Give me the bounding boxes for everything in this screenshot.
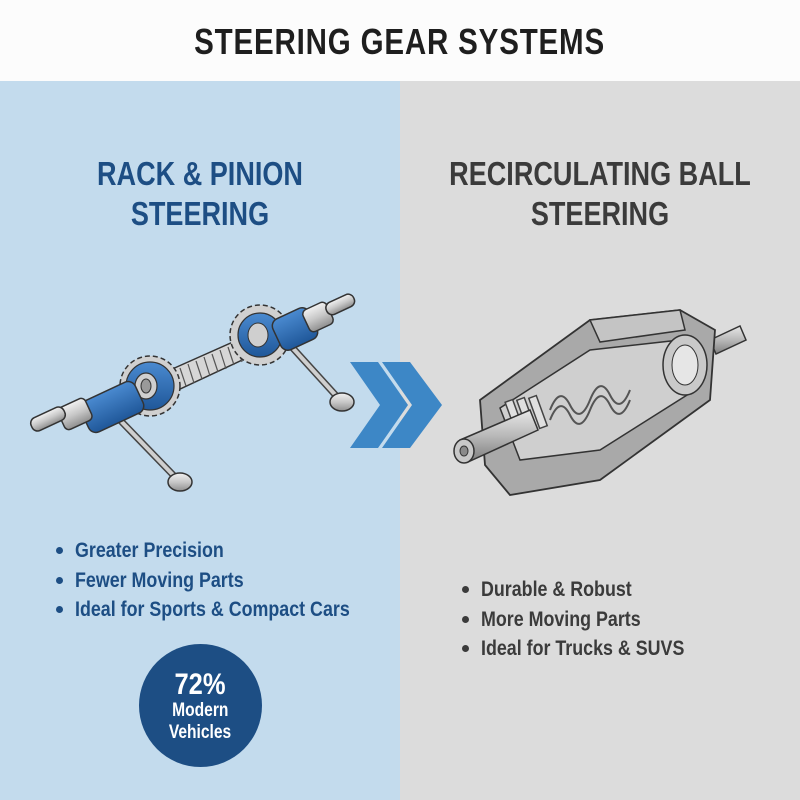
list-item: Durable & Robust — [462, 575, 720, 605]
recirculating-ball-title: RECIRCULATING BALL STEERING — [400, 154, 800, 234]
recirculating-ball-illustration — [453, 309, 747, 496]
stat-value: 72% — [174, 667, 227, 701]
recirculating-ball-title-line1: RECIRCULATING BALL — [449, 155, 751, 192]
recirculating-ball-benefits-list: Durable & Robust More Moving Parts Ideal… — [462, 575, 720, 664]
double-chevron-right-icon — [350, 362, 442, 448]
bullet-icon — [56, 547, 63, 555]
rack-and-pinion-illustration — [29, 293, 356, 492]
list-item: Ideal for Trucks & SUVS — [462, 634, 720, 664]
rack-pinion-benefits-list: Greater Precision Fewer Moving Parts Ide… — [56, 536, 398, 625]
bullet-icon — [462, 615, 469, 623]
list-item: More Moving Parts — [462, 605, 720, 635]
list-item: Greater Precision — [56, 536, 398, 566]
rack-pinion-title-line1: RACK & PINION — [97, 155, 303, 192]
recirculating-ball-title-line2: STEERING — [530, 195, 670, 232]
stat-label-line1: Modern — [172, 699, 229, 721]
rack-pinion-title: RACK & PINION STEERING — [0, 154, 400, 234]
rack-pinion-panel: RACK & PINION STEERING — [0, 81, 400, 800]
bullet-icon — [462, 645, 469, 653]
list-item: Fewer Moving Parts — [56, 566, 398, 596]
page-title: STEERING GEAR SYSTEMS — [194, 20, 606, 62]
bullet-icon — [56, 606, 63, 614]
stat-badge: 72% Modern Vehicles — [139, 644, 262, 767]
bullet-icon — [56, 576, 63, 584]
header: STEERING GEAR SYSTEMS — [0, 0, 800, 81]
rack-pinion-title-line2: STEERING — [130, 195, 270, 232]
recirculating-ball-panel: RECIRCULATING BALL STEERING — [400, 81, 800, 800]
list-item: Ideal for Sports & Compact Cars — [56, 595, 398, 625]
stat-label-line2: Vehicles — [169, 721, 232, 743]
bullet-icon — [462, 586, 469, 594]
